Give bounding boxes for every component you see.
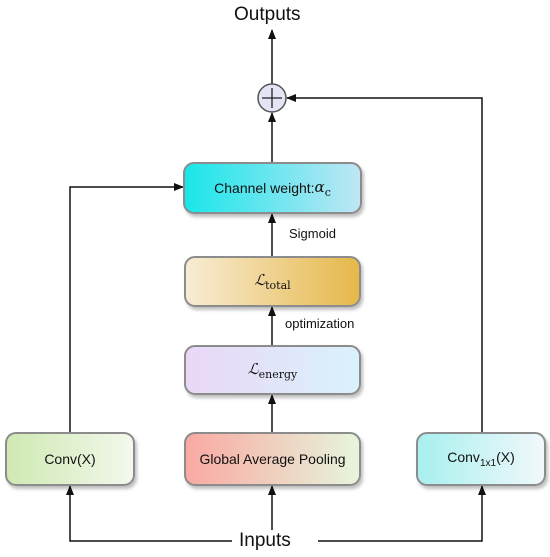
- gap-label: Global Average Pooling: [199, 451, 346, 467]
- conv-x-label: Conv(X): [44, 451, 96, 467]
- l-energy-box: ℒenergy: [184, 345, 361, 395]
- l-total-label: ℒtotal: [254, 271, 291, 292]
- l-total-box: ℒtotal: [184, 256, 361, 307]
- sigmoid-label: Sigmoid: [289, 226, 336, 241]
- conv1x1-box: Conv1x1(X): [416, 432, 546, 486]
- alpha-symbol: αc: [314, 177, 331, 199]
- gap-box: Global Average Pooling: [184, 432, 361, 486]
- optimization-label: optimization: [285, 316, 355, 331]
- input-line-left: [66, 485, 232, 542]
- l-energy-label: ℒenergy: [247, 359, 298, 381]
- conv-x-box: Conv(X): [5, 432, 135, 486]
- input-line-right: [318, 485, 486, 542]
- channel-weight-label: Channel weight:: [214, 180, 315, 196]
- conv1x1-to-sum: [286, 94, 483, 432]
- outputs-title: Outputs: [234, 4, 301, 25]
- channel-weight-box: Channel weight: αc: [183, 162, 362, 214]
- conv1x1-label: Conv1x1(X): [447, 449, 515, 469]
- inputs-title: Inputs: [239, 530, 291, 551]
- sum-plus-icon: [262, 88, 282, 108]
- convx-to-weight: [69, 183, 184, 432]
